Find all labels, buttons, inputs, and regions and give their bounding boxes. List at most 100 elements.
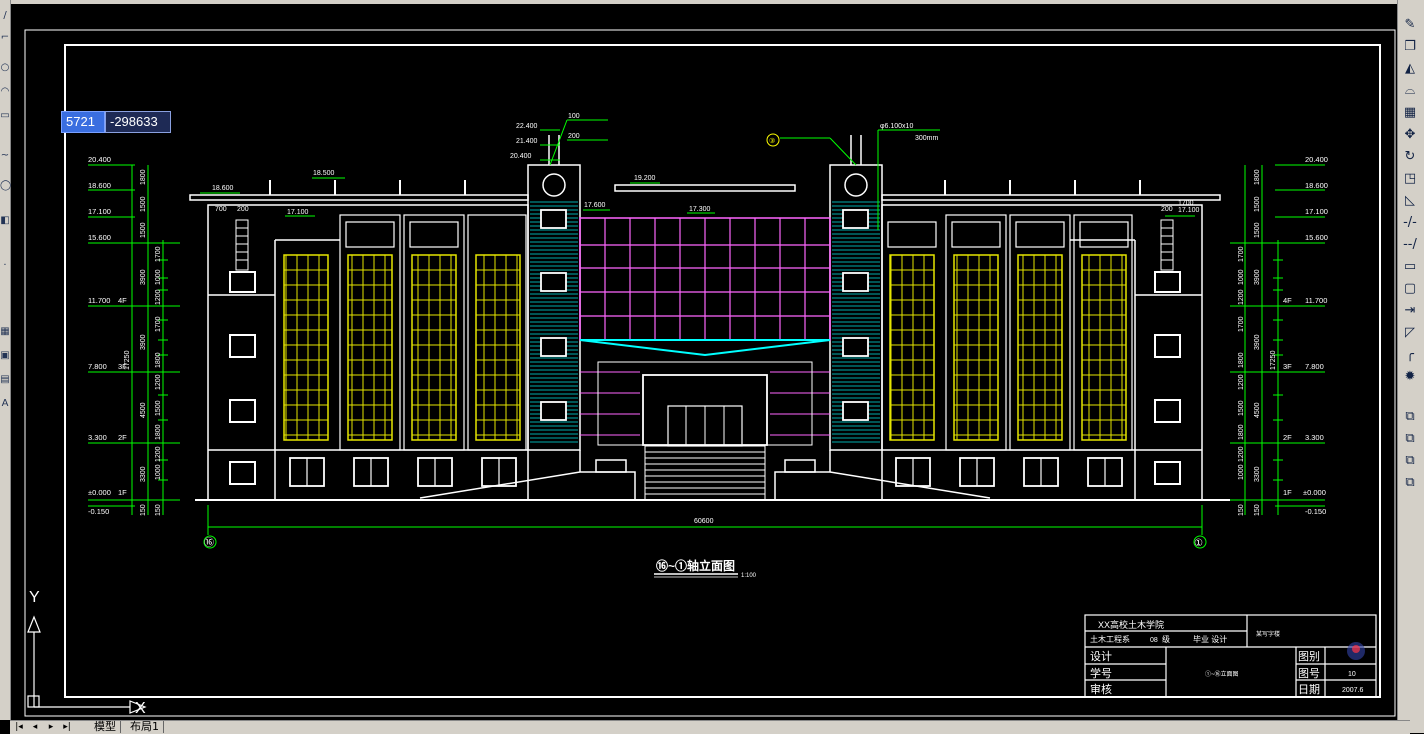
draworder-above-icon[interactable]: ⧉ <box>1405 453 1415 468</box>
tb-row-review: 审核 <box>1090 682 1112 696</box>
draworder-front-icon[interactable]: ⧉ <box>1405 409 1415 424</box>
trim-icon[interactable]: -/- <box>1403 215 1417 230</box>
dim-outer-left-6: 4500 <box>140 402 147 418</box>
line-tool-icon[interactable]: / <box>3 10 7 21</box>
dim-outer-left-8: 150 <box>140 504 147 516</box>
rectangle-tool-icon[interactable]: ▭ <box>0 110 10 121</box>
dim-outer-right-3: 1500 <box>1254 222 1261 238</box>
dim-inner-right-6: 1200 <box>1238 374 1245 390</box>
break-at-point-icon[interactable]: ▢ <box>1403 281 1417 296</box>
table-tool-icon[interactable]: ▤ <box>0 374 10 385</box>
extend-icon[interactable]: --/ <box>1403 237 1417 252</box>
dim-outer-right-6: 4500 <box>1254 402 1261 418</box>
scale-icon[interactable]: ◳ <box>1403 171 1417 186</box>
next-tab-icon[interactable]: ▸ <box>48 722 54 732</box>
tower-elev-3: 20.400 <box>510 153 532 160</box>
overall-dim: 60600 <box>694 518 714 525</box>
offset-icon[interactable]: ⌓ <box>1404 83 1416 98</box>
coordinate-y-input[interactable]: -298633 <box>105 111 171 133</box>
erase-icon[interactable]: ✎ <box>1404 17 1416 32</box>
elev-right-9: -0.150 <box>1305 507 1326 516</box>
floor-right-4f: 4F <box>1283 296 1292 305</box>
tower-elev-2: 21.400 <box>516 138 538 145</box>
elev-right-2: 18.600 <box>1305 181 1328 190</box>
axis-left-label: ⑯ <box>204 537 214 549</box>
move-icon[interactable]: ✥ <box>1404 127 1416 142</box>
explode-icon[interactable]: ✹ <box>1404 369 1416 384</box>
first-tab-icon[interactable]: |◂ <box>15 722 23 732</box>
floor-left-2f: 2F <box>118 433 127 442</box>
elev-left-4: 15.600 <box>88 233 111 242</box>
dim-inner-right-1: 1700 <box>1238 246 1245 262</box>
elev-right-5: 11.700 <box>1305 296 1327 305</box>
top-strip <box>10 0 1398 4</box>
floor-left-1f: 1F <box>118 488 127 497</box>
floor-left-3f: 3F <box>118 362 127 371</box>
elev-right-8: ±0.000 <box>1303 488 1326 497</box>
ucs-y-label: Y <box>29 589 40 606</box>
dim-outer-left-2: 1500 <box>140 196 147 212</box>
dim-outer-right-2: 1500 <box>1254 196 1261 212</box>
tb-value-number: 10 <box>1348 671 1356 678</box>
point-tool-icon[interactable]: · <box>3 260 7 271</box>
cad-drawing-canvas[interactable]: 20.400 18.600 17.100 15.600 11.700 7.800… <box>10 4 1398 720</box>
dim-total-left: 17250 <box>124 350 131 370</box>
dim-inner-right-9: 1200 <box>1238 446 1245 462</box>
dim-inner-left-6: 1200 <box>155 374 162 390</box>
dim-inner-right-5: 1800 <box>1238 352 1245 368</box>
ellipse-tool-icon[interactable]: ◯ <box>0 180 12 191</box>
dim-inner-left-10: 1000 <box>155 464 162 480</box>
elev-left-8: ±0.000 <box>88 488 111 497</box>
draworder-under-icon[interactable]: ⧉ <box>1405 475 1415 490</box>
dim-inner-left-11: 150 <box>155 504 162 516</box>
elev-right-6: 7.800 <box>1305 362 1324 371</box>
dim-inner-right-3: 1200 <box>1238 289 1245 305</box>
array-icon[interactable]: ▦ <box>1403 105 1417 120</box>
dim-inner-left-3: 1200 <box>155 289 162 305</box>
join-icon[interactable]: ⇥ <box>1404 303 1416 318</box>
dim-outer-right-7: 3300 <box>1254 466 1261 482</box>
hatch-tool-icon[interactable]: ▦ <box>0 326 10 337</box>
dim-inner-right-2: 1000 <box>1238 269 1245 285</box>
floor-right-3f: 3F <box>1283 362 1292 371</box>
tb-school: XX高校土木学院 <box>1098 619 1164 630</box>
tab-layout1[interactable]: 布局1 <box>126 721 164 733</box>
copy-icon[interactable]: ❐ <box>1404 39 1416 54</box>
spline-tool-icon[interactable]: ~ <box>0 150 10 161</box>
floor-right-1f: 1F <box>1283 488 1292 497</box>
elev-right-1: 20.400 <box>1305 155 1328 164</box>
chamfer-icon[interactable]: ◸ <box>1405 325 1415 340</box>
roof-label-5: 17.300 <box>689 206 711 213</box>
tab-model[interactable]: 模型 <box>90 721 121 733</box>
small-dim-1: 700 <box>215 206 227 213</box>
tb-drawing-name: ①~⑯立面图 <box>1205 670 1239 678</box>
dim-outer-right-4: 3900 <box>1254 269 1261 285</box>
prev-tab-icon[interactable]: ◂ <box>32 722 38 732</box>
dim-inner-left-7: 1500 <box>155 400 162 416</box>
rotate-icon[interactable]: ↻ <box>1404 149 1416 164</box>
mtext-tool-icon[interactable]: A <box>1 398 9 409</box>
stretch-icon[interactable]: ◺ <box>1405 193 1415 208</box>
floor-left-4f: 4F <box>118 296 127 305</box>
polyline-tool-icon[interactable]: ⌐ <box>0 32 10 43</box>
note-right-1: φ6.100x10 <box>880 123 913 130</box>
insert-block-icon[interactable]: ◧ <box>0 215 10 226</box>
dim-outer-right-1: 1800 <box>1254 169 1261 185</box>
draworder-back-icon[interactable]: ⧉ <box>1405 431 1415 446</box>
mirror-icon[interactable]: ◭ <box>1405 61 1415 76</box>
roof-label-3: 19.200 <box>634 175 656 182</box>
region-tool-icon[interactable]: ▣ <box>0 350 10 361</box>
last-tab-icon[interactable]: ▸| <box>63 722 71 732</box>
elev-left-7: 3.300 <box>88 433 107 442</box>
elev-right-4: 15.600 <box>1305 233 1328 242</box>
circle-tool-icon[interactable]: ○ <box>0 62 10 73</box>
fillet-icon[interactable]: ╭ <box>1406 347 1414 362</box>
drawing-scale: 1:100 <box>741 573 757 579</box>
dim-outer-right-8: 150 <box>1254 504 1261 516</box>
dim-inner-left-5: 1800 <box>155 352 162 368</box>
coordinate-x-input[interactable]: 5721 <box>61 111 105 133</box>
break-icon[interactable]: ▭ <box>1403 259 1417 274</box>
elev-left-9: -0.150 <box>88 507 109 516</box>
dim-inner-right-7: 1500 <box>1238 400 1245 416</box>
arc-tool-icon[interactable]: ◠ <box>0 86 10 97</box>
